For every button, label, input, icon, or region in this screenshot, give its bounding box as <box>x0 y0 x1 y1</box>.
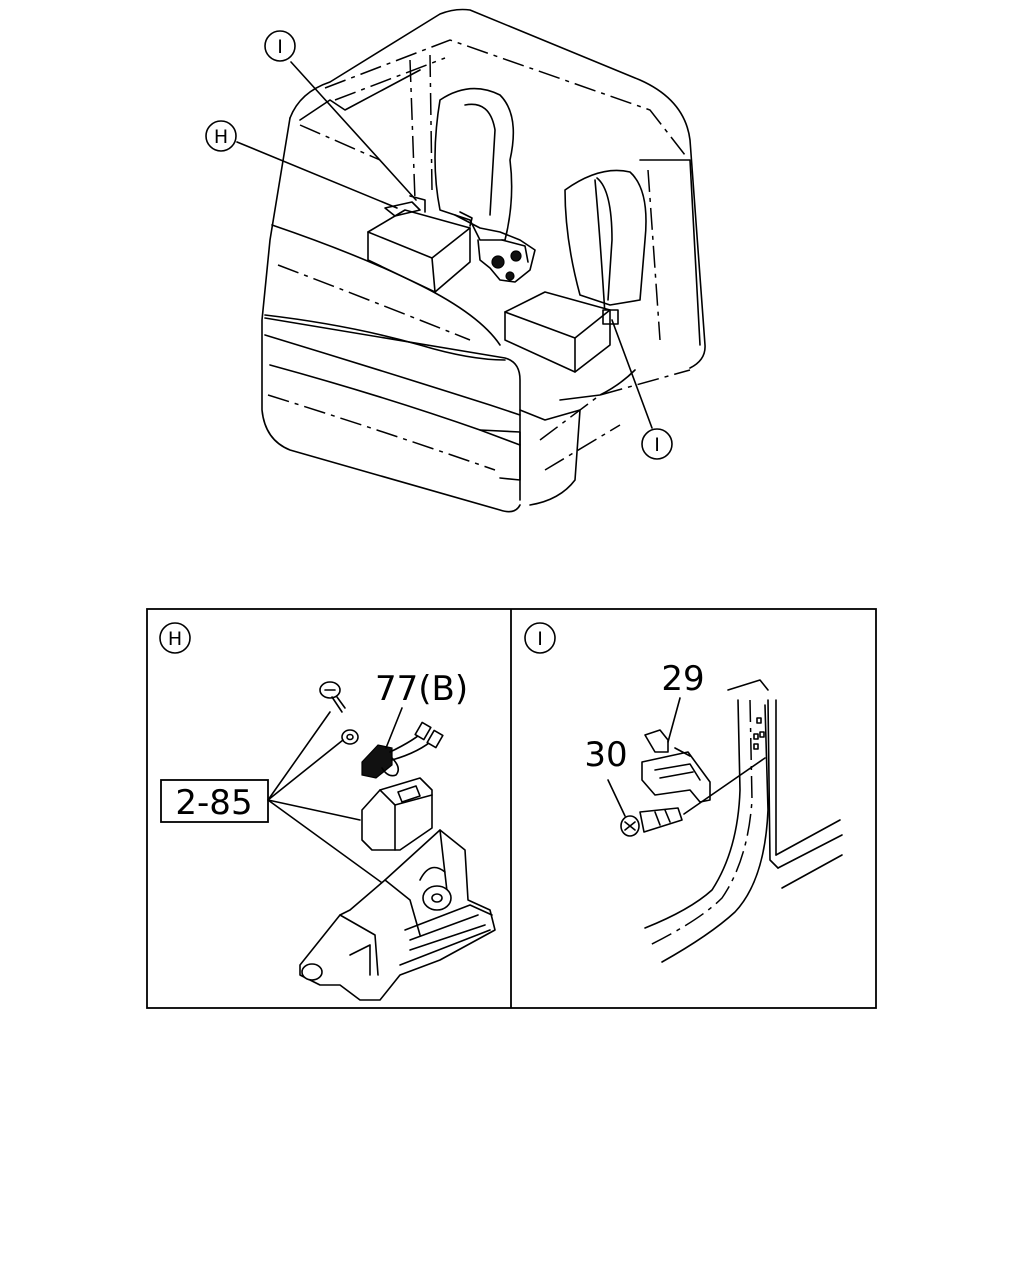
pillar-frame <box>644 679 843 963</box>
svg-text:2-85: 2-85 <box>175 783 252 823</box>
washer-part <box>341 729 359 745</box>
svg-text:H: H <box>168 628 182 650</box>
bracket-29-part <box>641 729 711 803</box>
svg-text:I: I <box>654 434 660 456</box>
ref-box-2-85: 2-85 <box>160 779 269 823</box>
detail-h-panel: H 77(B) 2-85 <box>159 622 496 1001</box>
label-77b: 77(B) <box>375 669 468 709</box>
detail-i-marker: I <box>524 622 556 654</box>
svg-text:I: I <box>537 628 543 650</box>
callout-i-bottom: I <box>641 428 673 460</box>
switch-77b-part <box>361 721 444 779</box>
callout-i-top: I <box>264 30 296 62</box>
control-valve-assembly <box>454 211 536 283</box>
console-bracket-part <box>299 829 496 1001</box>
label-29: 29 <box>661 659 704 699</box>
bolt-30-part <box>620 807 683 837</box>
detail-i-panel: I 29 <box>524 622 843 963</box>
callout-h: H <box>205 120 237 152</box>
label-30: 30 <box>584 735 627 775</box>
cover-part <box>361 777 433 851</box>
svg-text:H: H <box>214 126 228 148</box>
detail-h-marker: H <box>159 622 191 654</box>
cab-overview-illustration: I H I <box>205 8 706 513</box>
screw-part <box>319 681 346 713</box>
svg-text:I: I <box>277 36 283 58</box>
